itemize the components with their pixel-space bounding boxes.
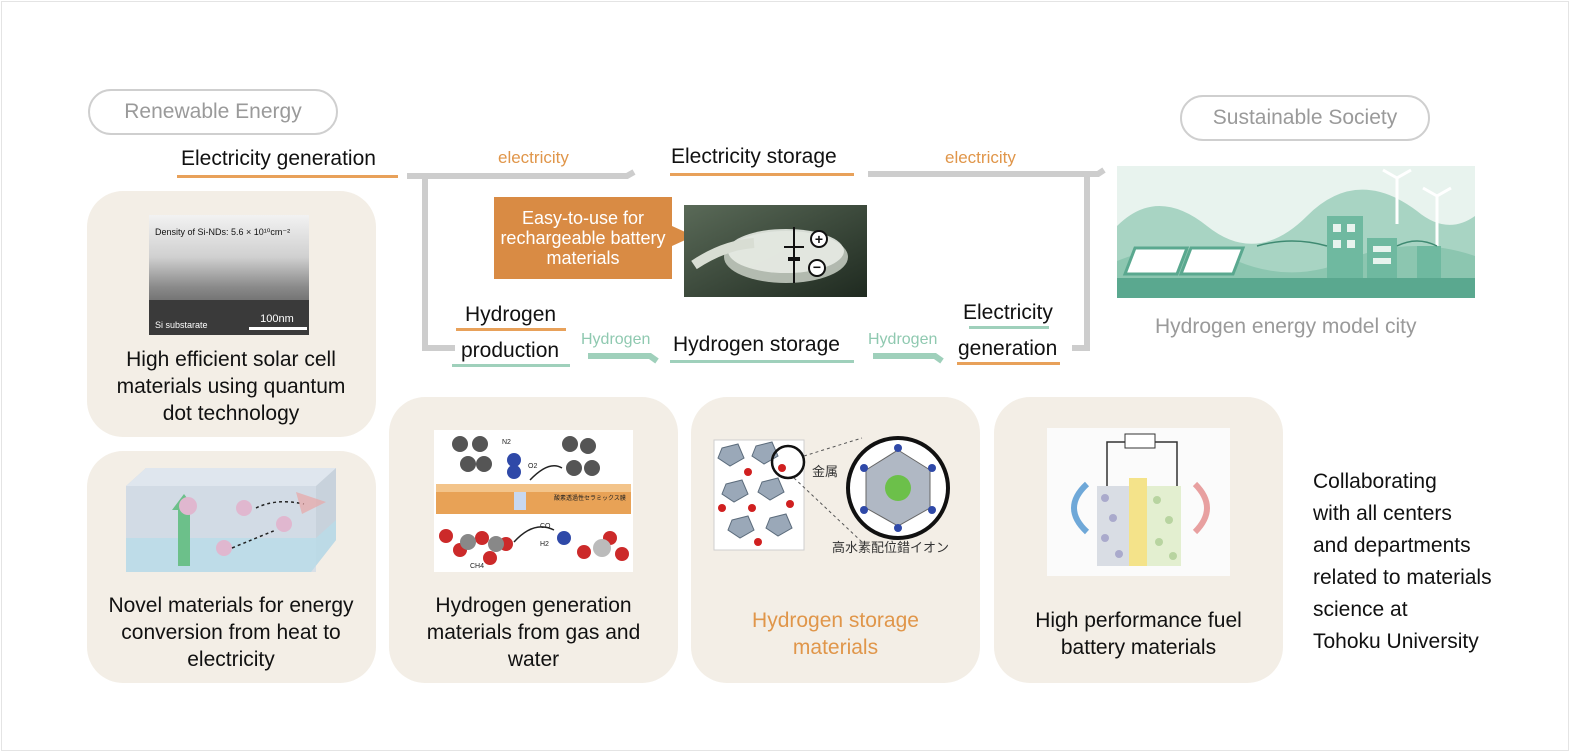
h2store-fig-metal: 金属 <box>812 464 838 479</box>
thermo-illustration <box>126 468 336 572</box>
connector-gen-to-storage <box>407 169 636 179</box>
h2gen-fig-h2: H2 <box>540 541 549 548</box>
svg-text:+: + <box>815 231 823 247</box>
sustainable-society-label: Sustainable Society <box>1212 106 1398 129</box>
collab-line-2: with all centers <box>1313 502 1452 525</box>
electricity-generation2-line1: Electricity <box>963 301 1053 324</box>
h2store-illustration: 金属 高水素配位錯イオン <box>713 436 950 555</box>
hydrogen-arrow-label-1: Hydrogen <box>581 331 651 348</box>
electricity-generation2-underline-2 <box>957 362 1060 365</box>
h2gen-fig-n2: N2 <box>502 439 511 446</box>
h2store-fig-ion: 高水素配位錯イオン <box>832 540 949 555</box>
electricity-generation2-line2: generation <box>958 337 1058 360</box>
collab-line-5: science at <box>1313 598 1408 621</box>
renewable-energy-label: Renewable Energy <box>124 100 302 123</box>
renewable-energy-pill: Renewable Energy <box>88 89 338 135</box>
solar-fig-substrate: Si substarate <box>155 320 208 330</box>
h2store-caption: Hydrogen storage materials <box>752 609 919 659</box>
h2gen-fig-ch4: CH4 <box>470 563 484 570</box>
battery-callout-text: Easy-to-use for rechargeable battery mat… <box>500 208 666 268</box>
collab-line-6: Tohoku University <box>1313 630 1479 653</box>
electricity-generation-label: Electricity generation <box>181 147 376 170</box>
thermo-caption: Novel materials for energy conversion fr… <box>108 594 354 671</box>
connector-left-vertical <box>422 176 455 351</box>
hydrogen-storage-underline <box>670 360 854 363</box>
battery-callout: Easy-to-use for rechargeable battery mat… <box>494 197 672 279</box>
model-city-illustration <box>1117 166 1475 298</box>
sustainable-society-pill: Sustainable Society <box>1180 95 1430 141</box>
h2gen-illustration: N2 O2 酸素透過性セラミックス膜 CO H2 CH4 <box>434 430 633 572</box>
h2gen-caption: Hydrogen generation materials from gas a… <box>426 594 641 671</box>
solar-fig-scale: 100nm <box>260 313 294 325</box>
collab-line-3: and departments <box>1313 534 1471 557</box>
minus-icon <box>808 259 826 277</box>
hydrogen-production-underline-1 <box>456 328 566 331</box>
fuelcell-illustration <box>1047 428 1230 576</box>
electricity-arrow-label-1: electricity <box>498 148 569 167</box>
h2gen-fig-co: CO <box>540 523 551 530</box>
svg-text:−: − <box>813 259 821 275</box>
hydrogen-production-line2: production <box>461 339 560 362</box>
electricity-generation2-underline-1 <box>969 326 1049 329</box>
connector-h2-2 <box>873 353 944 364</box>
solar-caption: High efficient solar cell materials usin… <box>116 348 346 425</box>
battery-photo: + − <box>684 205 867 297</box>
electricity-storage-label: Electricity storage <box>671 145 837 168</box>
hydrogen-arrow-label-2: Hydrogen <box>868 331 938 348</box>
hydrogen-production-underline-2 <box>452 364 570 367</box>
connector-right-vertical <box>1072 176 1090 351</box>
hydrogen-storage-label: Hydrogen storage <box>673 333 840 356</box>
connector-storage-to-city <box>868 167 1106 177</box>
plus-icon <box>810 230 828 248</box>
svg-text:酸素透過性セラミックス膜: 酸素透過性セラミックス膜 <box>554 494 626 502</box>
solar-fig-density: Density of Si-NDs: 5.6 × 10¹⁰cm⁻² <box>155 227 290 237</box>
collab-line-1: Collaborating <box>1313 470 1437 493</box>
h2gen-fig-o2: O2 <box>528 463 537 470</box>
connector-h2-1 <box>588 353 659 364</box>
solar-sem-image: Density of Si-NDs: 5.6 × 10¹⁰cm⁻² Si sub… <box>149 215 309 335</box>
electricity-arrow-label-2: electricity <box>945 148 1016 167</box>
collaboration-text: Collaborating with all centers and depar… <box>1313 466 1492 658</box>
electricity-storage-underline <box>670 173 854 176</box>
model-city-label: Hydrogen energy model city <box>1155 315 1417 338</box>
electricity-generation-underline <box>177 175 398 178</box>
hydrogen-production-line1: Hydrogen <box>465 303 557 326</box>
fuelcell-caption: High performance fuel battery materials <box>1035 609 1242 659</box>
collab-line-4: related to materials <box>1313 566 1492 589</box>
